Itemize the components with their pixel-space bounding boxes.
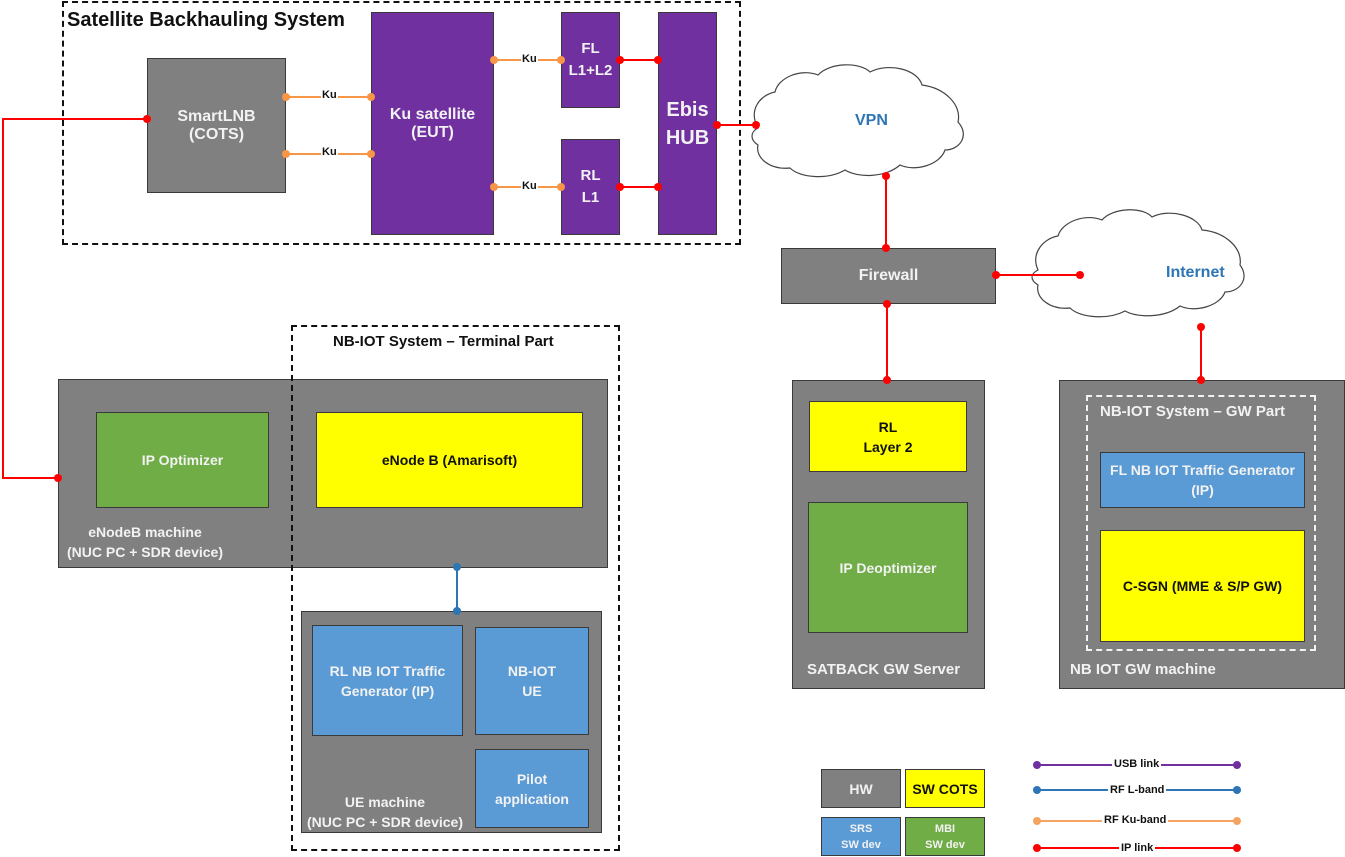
nbiot-ue-label: NB-IOT — [507, 663, 557, 679]
rl-label: RL — [580, 167, 601, 184]
legend-rf-kuband-label: RF Ku-band — [1102, 814, 1169, 826]
rl-traffic-generator-sublabel: Generator (IP) — [340, 682, 435, 699]
ue-machine-title: UE machine — [344, 794, 426, 810]
ku-satellite-node[interactable]: Ku satellite (EUT) — [371, 12, 494, 235]
ku-link-label: Ku — [321, 89, 338, 101]
ku-link-label: Ku — [521, 180, 538, 192]
ku-link-label: Ku — [521, 53, 538, 65]
rl-layer2-label: RL — [878, 418, 898, 435]
ku-satellite-sublabel: (EUT) — [411, 123, 454, 141]
internet-cloud-icon — [1031, 209, 1245, 318]
satback-gw-server-label: SATBACK GW Server — [807, 661, 961, 678]
enodeb-node[interactable]: eNode B (Amarisoft) — [316, 412, 583, 508]
ip-optimizer-node[interactable]: IP Optimizer — [96, 412, 269, 508]
ebis-hub-node[interactable]: Ebis HUB — [658, 12, 717, 235]
ue-machine-subtitle: (NUC PC + SDR device) — [307, 814, 463, 830]
legend-hw-label: HW — [849, 780, 873, 797]
enodeb-machine-title: eNodeB machine — [88, 524, 202, 540]
enodeb-label: eNode B (Amarisoft) — [381, 452, 518, 468]
legend-srs-sw-dev: SRS SW dev — [821, 817, 901, 856]
fl-traffic-generator-sublabel: (IP) — [1191, 482, 1214, 498]
legend-sw-cots: SW COTS — [905, 769, 985, 808]
legend-mbi-sw-dev: MBI SW dev — [905, 817, 985, 856]
ku-satellite-label: Ku satellite — [389, 105, 476, 123]
ip-optimizer-label: IP Optimizer — [141, 452, 224, 468]
legend-hw: HW — [821, 769, 901, 808]
smartlnb-label: SmartLNB — [177, 107, 256, 125]
nbiot-gw-machine-label: NB IOT GW machine — [1070, 661, 1216, 678]
smartlnb-node[interactable]: SmartLNB (COTS) — [147, 58, 286, 193]
vpn-label: VPN — [855, 112, 888, 129]
ku-link-label: Ku — [321, 146, 338, 158]
ue-machine-label: UE machine (NUC PC + SDR device) — [307, 792, 463, 832]
rl-traffic-generator-node[interactable]: RL NB IOT Traffic Generator (IP) — [312, 625, 463, 736]
firewall-node[interactable]: Firewall — [781, 248, 996, 304]
legend-srs-label: SRS — [849, 822, 873, 835]
enodeb-machine-label: eNodeB machine (NUC PC + SDR device) — [67, 522, 223, 562]
csgn-label: C-SGN (MME & S/P GW) — [1122, 578, 1283, 594]
legend-sw-cots-label: SW COTS — [912, 780, 978, 797]
rl-layer2-node[interactable]: RL Layer 2 — [809, 401, 967, 472]
nbiot-ue-node[interactable]: NB-IOT UE — [475, 627, 589, 735]
satellite-group-title: Satellite Backhauling System — [67, 9, 345, 31]
rl-node[interactable]: RL L1 — [561, 139, 620, 235]
fl-label: FL — [581, 40, 600, 57]
vpn-cloud-icon — [751, 64, 964, 178]
fl-node[interactable]: FL L1+L2 — [561, 12, 620, 108]
pilot-application-sublabel: application — [495, 790, 569, 807]
legend-srs-sublabel: SW dev — [841, 838, 881, 851]
internet-label: Internet — [1166, 264, 1225, 281]
smartlnb-sublabel: (COTS) — [188, 125, 245, 143]
rl-traffic-generator-label: RL NB IOT Traffic — [329, 662, 446, 679]
rl-layer2-sublabel: Layer 2 — [863, 438, 913, 455]
firewall-label: Firewall — [858, 267, 919, 284]
pilot-application-label: Pilot — [516, 770, 548, 787]
fl-traffic-generator-node[interactable]: FL NB IOT Traffic Generator (IP) — [1100, 452, 1305, 508]
legend-rf-lband-label: RF L-band — [1108, 784, 1167, 796]
legend-usb-link-label: USB link — [1112, 758, 1162, 770]
enodeb-machine-subtitle: (NUC PC + SDR device) — [67, 544, 223, 560]
legend-mbi-sublabel: SW dev — [925, 838, 965, 851]
ip-deoptimizer-label: IP Deoptimizer — [839, 559, 937, 576]
ebis-hub-label: Ebis — [666, 98, 709, 121]
ip-deoptimizer-node[interactable]: IP Deoptimizer — [808, 502, 968, 633]
pilot-application-node[interactable]: Pilot application — [475, 749, 589, 828]
csgn-node[interactable]: C-SGN (MME & S/P GW) — [1100, 530, 1305, 642]
legend-mbi-label: MBI — [934, 822, 956, 835]
legend-ip-link-label: IP link — [1119, 842, 1156, 854]
ebis-hub-sublabel: HUB — [665, 126, 710, 149]
rl-sublabel: L1 — [581, 189, 600, 206]
nbiot-ue-sublabel: UE — [522, 683, 542, 699]
terminal-group-title: NB-IOT System – Terminal Part — [333, 333, 554, 350]
fl-sublabel: L1+L2 — [568, 62, 613, 79]
fl-traffic-generator-label: FL NB IOT Traffic Generator — [1110, 462, 1295, 478]
gw-group-title: NB-IOT System – GW Part — [1100, 403, 1286, 420]
